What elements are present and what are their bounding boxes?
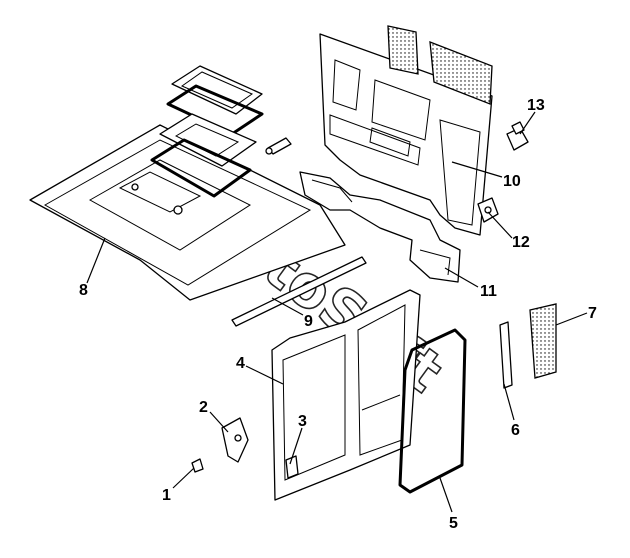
- callout-1: 1: [162, 487, 171, 504]
- sunroof-assembly: [150, 65, 292, 198]
- callout-9: 9: [304, 313, 313, 330]
- latch-13: [506, 121, 529, 151]
- small-glass: [529, 303, 557, 379]
- hinge-2: [221, 417, 249, 463]
- callout-8: 8: [79, 282, 88, 299]
- callout-5: 5: [449, 515, 458, 532]
- callout-11: 11: [480, 283, 497, 300]
- door-glass: [398, 328, 467, 494]
- callout-4: 4: [236, 355, 245, 372]
- callout-12: 12: [512, 234, 530, 251]
- callout-13: 13: [527, 97, 545, 114]
- leader-lines: [86, 111, 588, 513]
- trim-strip: [231, 256, 367, 327]
- callout-10: 10: [503, 173, 521, 190]
- callout-labels: 1 2 3 4 5 6 7 8 9 10 11 12 13: [79, 97, 597, 532]
- callout-7: 7: [588, 305, 597, 322]
- rear-windows: [387, 25, 493, 105]
- callout-3: 3: [298, 413, 307, 430]
- lower-rail: [299, 171, 461, 283]
- roof-panel: [29, 124, 346, 301]
- clip-1: [191, 458, 204, 473]
- callout-2: 2: [199, 399, 208, 416]
- callout-6: 6: [511, 422, 520, 439]
- bracket-12: [477, 197, 499, 223]
- vertical-strip: [499, 321, 513, 389]
